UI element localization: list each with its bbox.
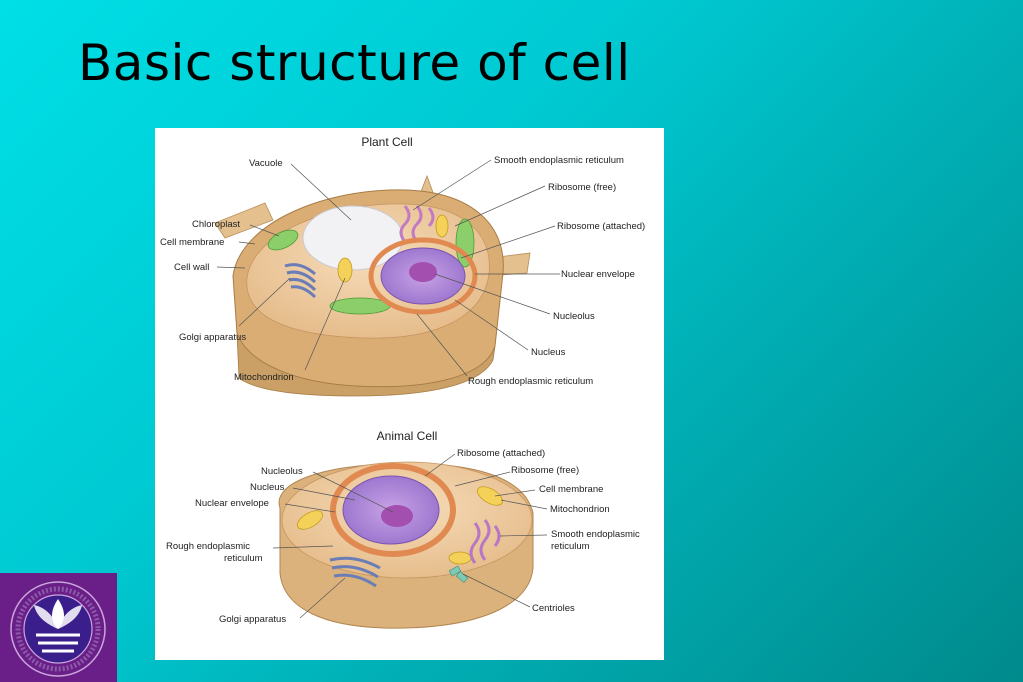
plant-cell-illustration [214,159,560,397]
university-seal-logo [0,573,117,682]
label-animal-ribosome-free: Ribosome (free) [511,465,579,476]
label-mitochondrion: Mitochondrion [234,372,294,383]
label-nucleolus: Nucleolus [553,311,595,322]
label-ribosome-free: Ribosome (free) [548,182,616,193]
slide-title: Basic structure of cell [78,34,631,92]
cell-diagram-figure: Plant Cell Vacuole Chloroplast Cell memb… [155,128,664,660]
animal-cell-illustration [272,453,548,629]
label-nuclear-envelope: Nuclear envelope [561,269,635,280]
label-ribosome-attached: Ribosome (attached) [557,221,645,232]
label-animal-rough-er-line2: reticulum [224,553,263,564]
seal-icon [10,581,106,677]
label-cell-wall: Cell wall [174,262,209,273]
label-golgi-apparatus: Golgi apparatus [179,332,246,343]
label-rough-er: Rough endoplasmic reticulum [468,376,593,387]
label-vacuole: Vacuole [249,158,283,169]
label-animal-mitochondrion: Mitochondrion [550,504,610,515]
label-animal-golgi: Golgi apparatus [219,614,286,625]
label-animal-ribosome-attached: Ribosome (attached) [457,448,545,459]
label-animal-rough-er: Rough endoplasmic [166,541,250,552]
label-animal-nucleus: Nucleus [250,482,285,493]
label-animal-smooth-er: Smooth endoplasmic [551,529,640,540]
label-animal-nucleolus: Nucleolus [261,466,303,477]
label-chloroplast: Chloroplast [192,219,240,230]
cell-diagram-svg: Plant Cell Vacuole Chloroplast Cell memb… [160,135,645,629]
label-nucleus: Nucleus [531,347,566,358]
label-animal-centrioles: Centrioles [532,603,575,614]
label-animal-cell-membrane: Cell membrane [539,484,603,495]
label-animal-nuclear-envelope: Nuclear envelope [195,498,269,509]
label-smooth-er: Smooth endoplasmic reticulum [494,155,624,166]
plant-cell-caption: Plant Cell [361,135,412,149]
label-animal-smooth-er-line2: reticulum [551,541,590,552]
animal-cell-caption: Animal Cell [377,429,438,443]
label-cell-membrane: Cell membrane [160,237,224,248]
